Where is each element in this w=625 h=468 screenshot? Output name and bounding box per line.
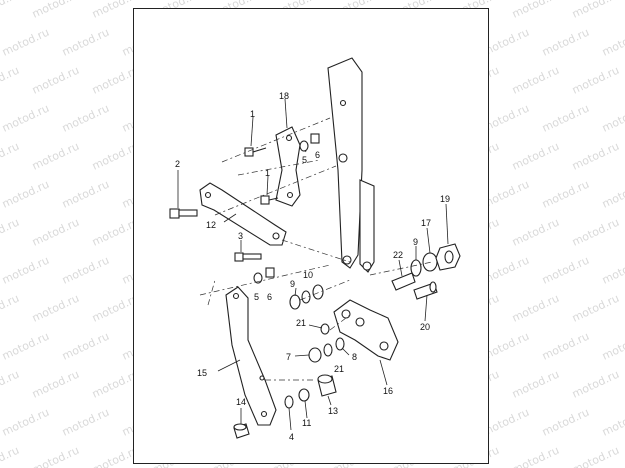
bushing-part-17 [422, 252, 438, 272]
bolt-part-2 [169, 208, 198, 219]
callout-12: 12 [206, 220, 216, 230]
washer-part-5-lower [253, 272, 263, 284]
callout-4: 4 [289, 432, 294, 442]
washer-part-11 [298, 388, 310, 402]
callout-6-upper: 6 [315, 150, 320, 160]
washer-part-8 [335, 337, 345, 351]
washer-part-10-a [301, 290, 311, 304]
nut-part-6-upper [310, 133, 320, 144]
callout-3: 3 [238, 231, 243, 241]
diagram-frame [133, 8, 489, 464]
callout-19: 19 [440, 194, 450, 204]
callout-11: 11 [302, 418, 311, 428]
bolt-part-3 [234, 252, 262, 262]
link-arm-part-12 [199, 182, 287, 246]
callout-9-right: 9 [413, 237, 418, 247]
assembly-lines [199, 117, 433, 381]
washer-part-21-lower [323, 343, 333, 357]
callout-8: 8 [352, 352, 357, 362]
lower-lever-part-15 [225, 286, 277, 426]
sleeve-part-13 [317, 374, 337, 397]
nut-part-19 [435, 243, 461, 271]
callout-1-lower: 1 [265, 168, 270, 178]
callout-22: 22 [393, 250, 403, 260]
bushing-part-7 [308, 347, 322, 363]
callout-21-upper: 21 [296, 318, 306, 328]
bushing-part-9 [289, 294, 301, 310]
pin-part-22 [391, 272, 416, 291]
callout-10: 10 [303, 270, 313, 280]
callout-15: 15 [197, 368, 207, 378]
callout-13: 13 [328, 406, 338, 416]
callout-17: 17 [421, 218, 431, 228]
callout-6-lower: 6 [267, 292, 272, 302]
callout-7: 7 [286, 352, 291, 362]
bracket-part-18 [275, 126, 301, 207]
callout-18: 18 [279, 91, 289, 101]
screw-part-1-upper [244, 147, 267, 157]
leader-lines [177, 98, 449, 431]
callout-14: 14 [236, 397, 246, 407]
washer-part-21-upper [320, 323, 330, 335]
sleeve-part-14 [233, 423, 250, 439]
bushing-part-9-right [410, 259, 422, 277]
plate-part-16 [333, 299, 399, 361]
screw-part-1-lower [260, 195, 279, 205]
tall-lever [327, 57, 375, 273]
callout-1-upper: 1 [250, 109, 255, 119]
callout-5-lower: 5 [254, 292, 259, 302]
callout-9: 9 [290, 279, 295, 289]
callout-5-upper: 5 [302, 155, 307, 165]
nut-part-6-lower [265, 267, 275, 278]
washer-part-5-upper [299, 140, 309, 152]
callout-20: 20 [420, 322, 430, 332]
callout-21-lower: 21 [334, 364, 344, 374]
callout-labels: 1 18 5 6 2 1 12 3 5 6 9 10 15 21 7 8 21 … [175, 91, 450, 442]
bolt-part-20 [413, 281, 438, 300]
callout-2: 2 [175, 159, 180, 169]
washer-part-4 [284, 395, 294, 409]
callout-16: 16 [383, 386, 393, 396]
washer-part-10-b [312, 284, 324, 300]
